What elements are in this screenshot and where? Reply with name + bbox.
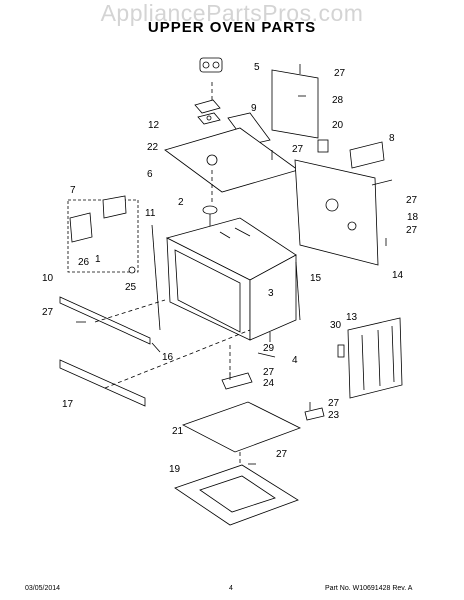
callout-27: 27 [406, 225, 418, 236]
callout-19: 19 [169, 464, 181, 475]
callout-1: 1 [95, 254, 101, 265]
part-21-bottom-panel [181, 401, 302, 453]
callout-16: 16 [162, 352, 174, 363]
part-30-clip [337, 344, 345, 358]
callout-23: 23 [328, 410, 340, 421]
callout-6: 6 [147, 169, 153, 180]
part-23-bracket [304, 407, 325, 421]
footer-part-number: Part No. W10691428 Rev. A [325, 585, 413, 592]
callout-9: 9 [251, 103, 257, 114]
callout-27: 27 [328, 398, 340, 409]
callout-21: 21 [172, 426, 184, 437]
part-8-bracket [349, 141, 385, 169]
callout-10: 10 [42, 273, 54, 284]
part-15-trim [295, 261, 301, 321]
part-12-bracket [194, 99, 221, 114]
part-20-clip [317, 139, 329, 153]
part-22-insulation [197, 112, 221, 125]
footer-page-number: 4 [229, 585, 233, 592]
part-4-sensor [257, 352, 276, 358]
part-28-rear-cover [271, 69, 319, 139]
part-25-plug [128, 266, 136, 274]
part-14-rear-panel [294, 159, 379, 266]
part-16-rail [151, 342, 161, 353]
part-17-rail [59, 359, 146, 407]
part-6-top-plate [164, 127, 299, 193]
part-3-oven-cavity [165, 217, 297, 341]
callout-14: 14 [392, 270, 404, 281]
callout-27: 27 [276, 449, 288, 460]
part-10-rail [59, 296, 151, 345]
callout-11: 11 [145, 208, 156, 219]
callout-27: 27 [42, 307, 54, 318]
callout-25: 25 [125, 282, 137, 293]
callout-15: 15 [310, 273, 322, 284]
callout-26: 26 [78, 257, 90, 268]
part-13-side-panel [347, 317, 403, 399]
callout-24: 24 [263, 378, 275, 389]
callout-27: 27 [334, 68, 346, 79]
callout-4: 4 [292, 355, 298, 366]
callout-12: 12 [148, 120, 160, 131]
guide-lines [94, 82, 251, 465]
callout-20: 20 [332, 120, 344, 131]
part-11-side [151, 224, 161, 331]
callout-5: 5 [254, 62, 260, 73]
footer-date: 03/05/2014 [25, 585, 61, 592]
callout-7: 7 [70, 185, 76, 196]
part-24-bracket [221, 372, 253, 390]
part-19-oven-bottom [174, 464, 299, 526]
callout-29: 29 [263, 343, 275, 354]
callout-17: 17 [62, 399, 74, 410]
callout-13: 13 [346, 312, 358, 323]
callout-27: 27 [263, 367, 275, 378]
callout-22: 22 [147, 142, 159, 153]
callout-3: 3 [268, 288, 274, 299]
diagram-title: UPPER OVEN PARTS [147, 19, 317, 36]
part-5-sensor [199, 57, 223, 73]
part-7-group [67, 195, 139, 273]
callout-8: 8 [389, 133, 395, 144]
callout-18: 18 [407, 212, 419, 223]
screws [76, 64, 387, 465]
part-2-connector [202, 205, 218, 228]
callout-27: 27 [406, 195, 418, 206]
watermark: AppliancePartsPros.com [100, 0, 364, 26]
callout-30: 30 [330, 320, 342, 331]
callout-2: 2 [178, 197, 184, 208]
callout-27: 27 [292, 144, 304, 155]
part-18-screw [371, 179, 393, 186]
callout-28: 28 [332, 95, 344, 106]
